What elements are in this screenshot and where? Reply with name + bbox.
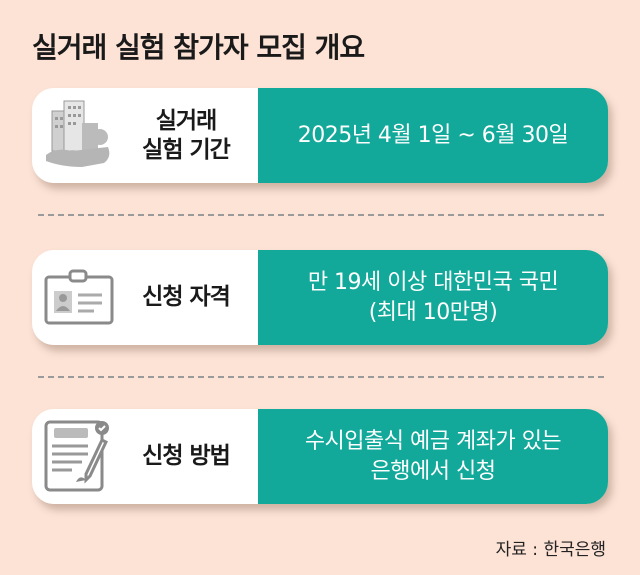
building-hand-icon <box>46 100 110 167</box>
source-note: 자료 : 한국은행 <box>495 540 606 560</box>
row-value: 은행에서 신청 <box>370 458 496 484</box>
divider <box>38 376 604 378</box>
page-title: 실거래 실험 참가자 모집 개요 <box>32 31 365 64</box>
id-card-icon <box>44 269 114 324</box>
row-value: 수시입출식 예금 계좌가 있는 <box>304 428 562 454</box>
row-eligibility: 신청 자격 만 19세 이상 대한민국 국민 (최대 10만명) <box>32 250 608 345</box>
divider <box>38 214 604 216</box>
row-label: 실험 기간 <box>142 136 231 163</box>
row-value: 만 19세 이상 대한민국 국민 <box>307 269 559 295</box>
row-value: 2025년 4월 1일 ~ 6월 30일 <box>297 122 569 148</box>
row-label: 실거래 <box>155 107 217 134</box>
row-value: (최대 10만명) <box>368 299 498 325</box>
row-label: 신청 방법 <box>142 443 231 469</box>
document-pen-icon <box>44 420 109 491</box>
row-label: 신청 자격 <box>142 284 231 310</box>
